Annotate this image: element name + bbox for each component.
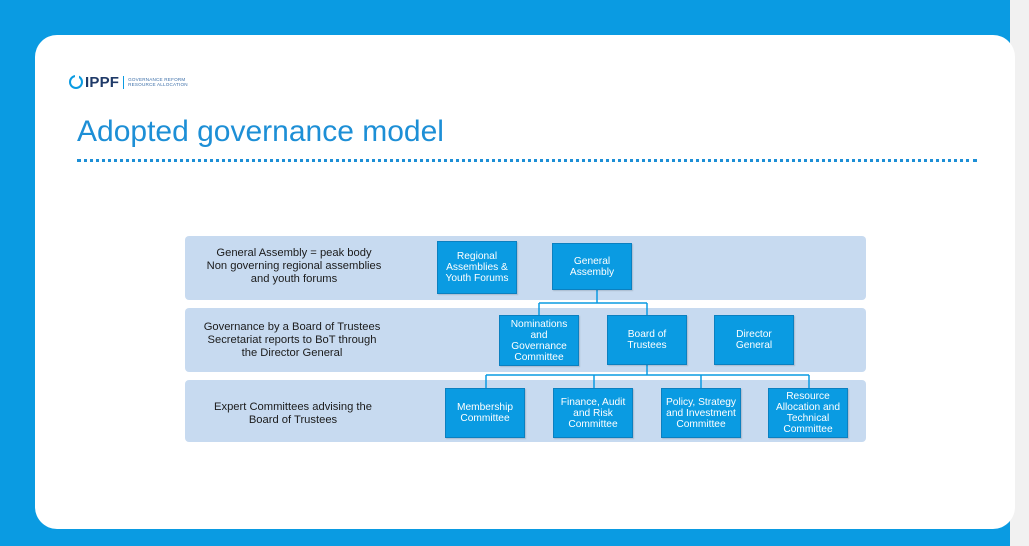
logo-text: IPPF <box>85 73 120 91</box>
slide-title: Adopted governance model <box>77 115 444 148</box>
band-label-line: Secretariat reports to BoT through <box>207 334 377 346</box>
node-regional-assemblies: Regional Assemblies & Youth Forums <box>437 241 517 294</box>
node-resource-committee: Resource Allocation and Technical Commit… <box>768 388 848 438</box>
band-label-committees: Expert Committees advising the Board of … <box>195 401 391 427</box>
band-label-general-assembly: General Assembly = peak body Non governi… <box>191 247 397 286</box>
logo-tagline-line1: GOVERNANCE REFORM <box>128 76 186 82</box>
band-label-line: and youth forums <box>250 273 338 285</box>
node-policy-committee: Policy, Strategy and Investment Committe… <box>661 388 741 438</box>
ippf-logo: IPPF GOVERNANCE REFORM RESOURCE ALLOCATI… <box>69 73 188 91</box>
logo-tagline-line2: RESOURCE ALLOCATION <box>128 82 188 87</box>
node-nominations: Nominations and Governance Committee <box>499 315 579 366</box>
band-general-assembly <box>185 236 866 300</box>
slide: IPPF GOVERNANCE REFORM RESOURCE ALLOCATI… <box>35 35 1015 529</box>
band-label-line: Non governing regional assemblies <box>206 260 382 272</box>
band-label-board: Governance by a Board of Trustees Secret… <box>187 321 397 360</box>
band-label-line: the Director General <box>241 347 343 359</box>
band-committees <box>185 380 866 442</box>
band-label-line: Expert Committees advising the <box>214 401 372 413</box>
node-director-general: Director General <box>714 315 794 365</box>
ippf-logo-mark-icon <box>69 74 83 89</box>
band-label-line: Governance by a Board of Trustees <box>203 321 381 333</box>
band-label-line: General Assembly = peak body <box>216 247 372 259</box>
logo-divider <box>123 75 125 89</box>
node-membership-committee: Membership Committee <box>445 388 525 438</box>
logo-tagline: GOVERNANCE REFORM RESOURCE ALLOCATION <box>128 77 188 88</box>
node-general-assembly: General Assembly <box>552 243 632 290</box>
node-board-of-trustees: Board of Trustees <box>607 315 687 365</box>
band-label-line: Board of Trustees <box>248 414 338 426</box>
title-dotted-rule <box>77 159 977 162</box>
node-finance-committee: Finance, Audit and Risk Committee <box>553 388 633 438</box>
